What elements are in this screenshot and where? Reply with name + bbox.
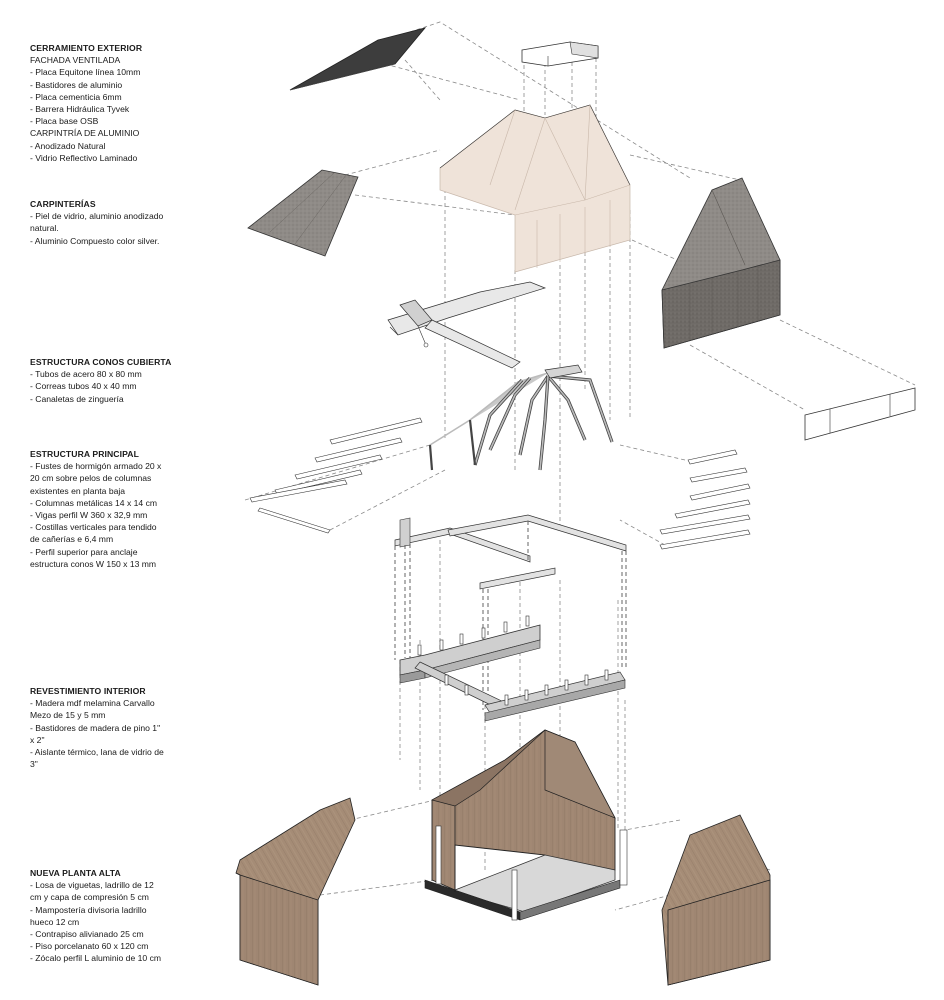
legend-line: x 2" [30, 734, 45, 745]
purlins-left [249, 417, 423, 534]
roof-gutters [387, 281, 547, 369]
legend-line: cm y capa de compresión 5 cm [30, 892, 149, 903]
legend-line: de cañerías e 6,4 mm [30, 534, 114, 545]
legend-line: - Mampostería divisoria ladrillo [30, 904, 147, 915]
legend-nueva-planta-alta: NUEVA PLANTA ALTA - Losa de viguetas, la… [30, 867, 190, 965]
legend-line: - Bastidores de aluminio [30, 79, 123, 90]
legend-line: FACHADA VENTILADA [30, 55, 121, 66]
roof-panel-dark [289, 27, 427, 91]
floor-slab-right [804, 387, 916, 441]
legend-line: - Vidrio Reflectivo Laminado [30, 152, 138, 163]
legend-estructura-principal: ESTRUCTURA PRINCIPAL - Fustes de hormigó… [30, 448, 190, 570]
legend-carpinterias: CARPINTERÍAS - Piel de vidrio, aluminio … [30, 198, 190, 247]
legend-line: CARPINTRÍA DE ALUMINIO [30, 128, 140, 139]
legend-line: existentes en planta baja [30, 485, 126, 496]
legend-line: - Zócalo perfil L aluminio de 10 cm [30, 953, 162, 964]
glass-envelope [439, 104, 631, 273]
legend-title: NUEVA PLANTA ALTA [30, 868, 121, 878]
legend-line: 3" [30, 759, 38, 770]
legend-line: - Madera mdf melamina Carvallo [30, 698, 155, 709]
legend-line: - Anodizado Natural [30, 140, 106, 151]
legend-estructura-conos: ESTRUCTURA CONOS CUBIERTA - Tubos de ace… [30, 356, 190, 405]
purlins-right [659, 449, 751, 550]
legend-title: CERRAMIENTO EXTERIOR [30, 43, 143, 53]
legend-title: ESTRUCTURA CONOS CUBIERTA [30, 357, 172, 367]
main-structure-bottom-beams [399, 615, 626, 722]
legend-line: - Contrapiso alivianado 25 cm [30, 929, 144, 940]
cladding-facade-right [661, 177, 781, 349]
legend-line: - Fustes de hormigón armado 20 x [30, 461, 162, 472]
legend-line: - Piel de vidrio, aluminio anodizado [30, 211, 164, 222]
legend-revestimiento-interior: REVESTIMIENTO INTERIOR - Madera mdf mela… [30, 685, 190, 770]
legend-line: - Piso porcelanato 60 x 120 cm [30, 941, 149, 952]
legend-line: - Costillas verticales para tendido [30, 522, 157, 533]
legend-line: - Perfil superior para anclaje [30, 546, 138, 557]
cladding-panel-left [247, 169, 359, 257]
legend-line: - Vigas perfil W 360 x 32,9 mm [30, 510, 148, 521]
legend-line: - Barrera Hidráulica Tyvek [30, 104, 130, 115]
legend-line: - Aislante térmico, lana de vidrio de [30, 747, 164, 758]
legend-line: - Canaletas de zinguería [30, 393, 124, 404]
legend-line: - Losa de viguetas, ladrillo de 12 [30, 880, 154, 891]
legend-line: Mezo de 15 y 5 mm [30, 710, 106, 721]
legend-title: CARPINTERÍAS [30, 199, 96, 209]
legend-line: - Aluminio Compuesto color silver. [30, 235, 160, 246]
legend-line: hueco 12 cm [30, 916, 80, 927]
skylight-box [521, 41, 599, 67]
wood-panel-left [235, 797, 356, 986]
legend-line: 20 cm sobre pelos de columnas [30, 473, 152, 484]
legend-cerramiento-exterior: CERRAMIENTO EXTERIOR FACHADA VENTILADA -… [30, 42, 190, 164]
legend-line: natural. [30, 223, 59, 234]
legend-line: - Placa Equitone línea 10mm [30, 67, 141, 78]
legend-line: - Columnas metálicas 14 x 14 cm [30, 497, 158, 508]
legend-title: REVESTIMIENTO INTERIOR [30, 686, 146, 696]
wood-panel-right [661, 814, 771, 986]
legend-line: - Bastidores de madera de pino 1" [30, 722, 161, 733]
interior-wood-lining [424, 729, 628, 921]
main-structure-top-frame [394, 514, 627, 710]
legend-title: ESTRUCTURA PRINCIPAL [30, 449, 139, 459]
legend-line: - Tubos de acero 80 x 80 mm [30, 369, 142, 380]
legend-line: estructura conos W 150 x 13 mm [30, 558, 157, 569]
legend-line: - Correas tubos 40 x 40 mm [30, 381, 137, 392]
legend-line: - Placa cementicia 6mm [30, 91, 122, 102]
cone-roof-structure [428, 364, 614, 471]
legend-line: - Placa base OSB [30, 116, 99, 127]
